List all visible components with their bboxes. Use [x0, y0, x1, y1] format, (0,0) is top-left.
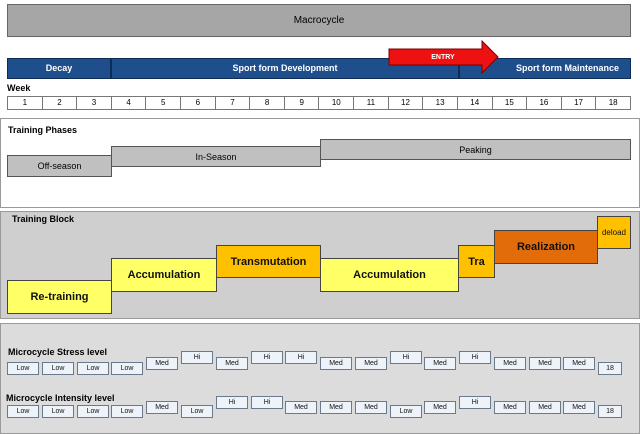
week-cell: 6 [181, 96, 216, 110]
stress-level: Hi [459, 351, 491, 364]
week-cell: 17 [561, 96, 597, 110]
block-transmutation: Transmutation [216, 245, 321, 278]
intensity-level: Med [146, 401, 178, 414]
week-cell: 4 [111, 96, 147, 110]
training-block-title: Training Block [12, 214, 75, 224]
week-cell: 1 [8, 96, 43, 110]
week-cell: 11 [354, 96, 389, 110]
goal-decay: Decay [7, 58, 111, 79]
week-cell: 2 [42, 96, 78, 110]
intensity-level: Med [529, 401, 561, 414]
stress-level: Med [146, 357, 178, 370]
intensity-level: Hi [459, 396, 491, 409]
macrocycle-title: Macrocycle [293, 14, 345, 26]
week-row: 1 2 3 4 5 6 7 8 9 10 11 12 13 14 15 16 1… [7, 96, 631, 110]
week-cell: 10 [319, 96, 355, 110]
block-retraining: Re-training [7, 280, 112, 314]
block-tra: Tra [458, 245, 495, 278]
stress-level: Med [494, 357, 526, 370]
intensity-level: Hi [251, 396, 283, 409]
block-accumulation-2: Accumulation [320, 258, 459, 292]
block-deload: deload [597, 216, 631, 249]
intensity-level: 18 [598, 405, 622, 418]
entry-arrow [388, 40, 499, 74]
intensity-level: Med [563, 401, 595, 414]
entry-label: ENTRY [431, 53, 455, 61]
week-cell: 9 [284, 96, 320, 110]
week-cell: 13 [423, 96, 458, 110]
goal-development: Sport form Development [111, 58, 459, 79]
intensity-level: Med [424, 401, 456, 414]
stress-level: Med [563, 357, 595, 370]
block-accumulation-1: Accumulation [111, 258, 217, 292]
phase-off-season: Off-season [7, 155, 112, 177]
stress-level: Med [216, 357, 248, 370]
week-cell: 15 [492, 96, 528, 110]
stress-level: Hi [285, 351, 317, 364]
week-cell: 7 [215, 96, 251, 110]
week-cell: 18 [596, 96, 631, 110]
intensity-level: Low [111, 405, 143, 418]
stress-level: Low [77, 362, 109, 375]
week-cell: 5 [146, 96, 182, 110]
intensity-level: Low [7, 405, 39, 418]
macrocycle-bar: Macrocycle [7, 4, 631, 37]
stress-level: Hi [390, 351, 422, 364]
stress-title: Microcycle Stress level [8, 347, 108, 357]
intensity-level: Low [390, 405, 422, 418]
stress-level: Med [424, 357, 456, 370]
intensity-level: Hi [216, 396, 248, 409]
week-cell: 16 [527, 96, 562, 110]
stress-level: Low [111, 362, 143, 375]
week-cell: 3 [77, 96, 112, 110]
stress-level: Low [7, 362, 39, 375]
intensity-title: Microcycle Intensity level [6, 393, 115, 403]
intensity-level: Med [285, 401, 317, 414]
stress-level: Hi [251, 351, 283, 364]
stress-level: Hi [181, 351, 213, 364]
week-title: Week [7, 83, 31, 93]
stress-level: Med [529, 357, 561, 370]
week-cell: 12 [388, 96, 424, 110]
intensity-level: Med [494, 401, 526, 414]
intensity-level: Low [181, 405, 213, 418]
phase-in-season: In-Season [111, 146, 321, 167]
stress-level: Med [320, 357, 352, 370]
stress-level: 18 [598, 362, 622, 375]
block-realization: Realization [494, 230, 598, 264]
stress-level: Med [355, 357, 387, 370]
week-cell: 8 [250, 96, 285, 110]
training-phases-title: Training Phases [8, 125, 78, 135]
week-cell: 14 [457, 96, 493, 110]
stress-level: Low [42, 362, 74, 375]
intensity-level: Low [77, 405, 109, 418]
goal-maintenance: Sport form Maintenance [459, 58, 631, 79]
phase-peaking: Peaking [320, 139, 631, 160]
intensity-level: Med [355, 401, 387, 414]
intensity-level: Med [320, 401, 352, 414]
intensity-level: Low [42, 405, 74, 418]
